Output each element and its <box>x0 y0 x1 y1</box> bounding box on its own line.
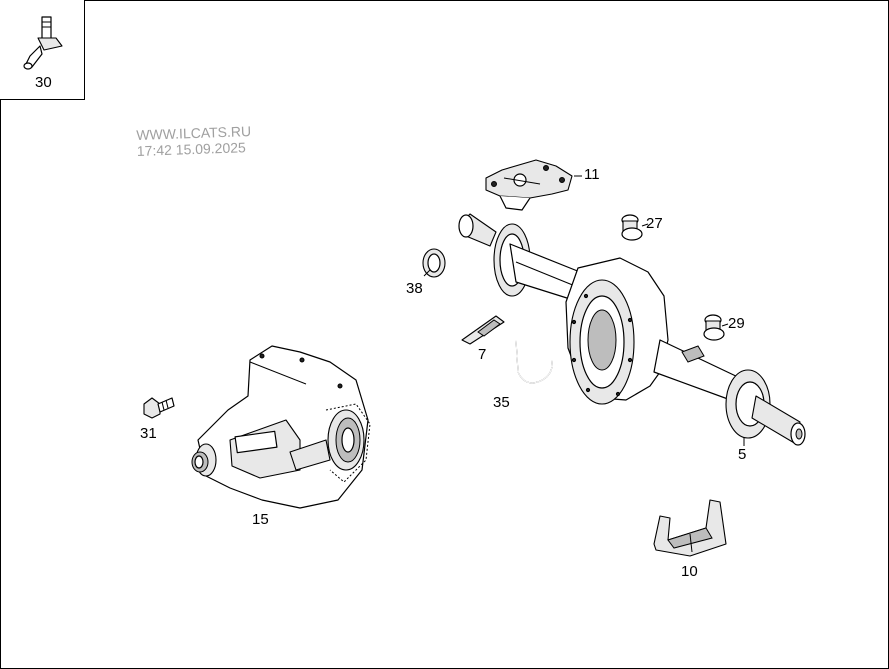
part-30-hose-fitting[interactable] <box>23 16 63 70</box>
callout-11[interactable]: 11 <box>584 166 600 183</box>
callout-27[interactable]: 27 <box>646 215 663 232</box>
part-15-differential[interactable] <box>191 345 371 509</box>
callout-31[interactable]: 31 <box>140 425 157 442</box>
part-11-bracket[interactable] <box>485 159 573 211</box>
callout-38[interactable]: 38 <box>406 280 423 297</box>
callout-7[interactable]: 7 <box>478 346 487 363</box>
part-31-bolt[interactable] <box>143 397 175 419</box>
part-38-seal-ring[interactable] <box>422 248 446 278</box>
part-10-shield[interactable] <box>653 499 727 557</box>
part-27-plug[interactable] <box>621 214 643 241</box>
callout-35[interactable]: 35 <box>493 394 510 411</box>
callout-5[interactable]: 5 <box>738 446 747 463</box>
part-7-wedge[interactable] <box>461 315 505 345</box>
part-29-plug[interactable] <box>703 314 725 341</box>
callout-10[interactable]: 10 <box>681 563 698 580</box>
callout-29[interactable]: 29 <box>728 315 745 332</box>
part-35-u-bolt[interactable] <box>515 328 553 384</box>
callout-30[interactable]: 30 <box>35 74 52 91</box>
watermark: WWW.ILCATS.RU 17:42 15.09.2025 <box>136 123 252 159</box>
part-5-axle-housing[interactable] <box>458 213 806 446</box>
callout-15[interactable]: 15 <box>252 511 269 528</box>
leader-lines <box>423 175 745 446</box>
